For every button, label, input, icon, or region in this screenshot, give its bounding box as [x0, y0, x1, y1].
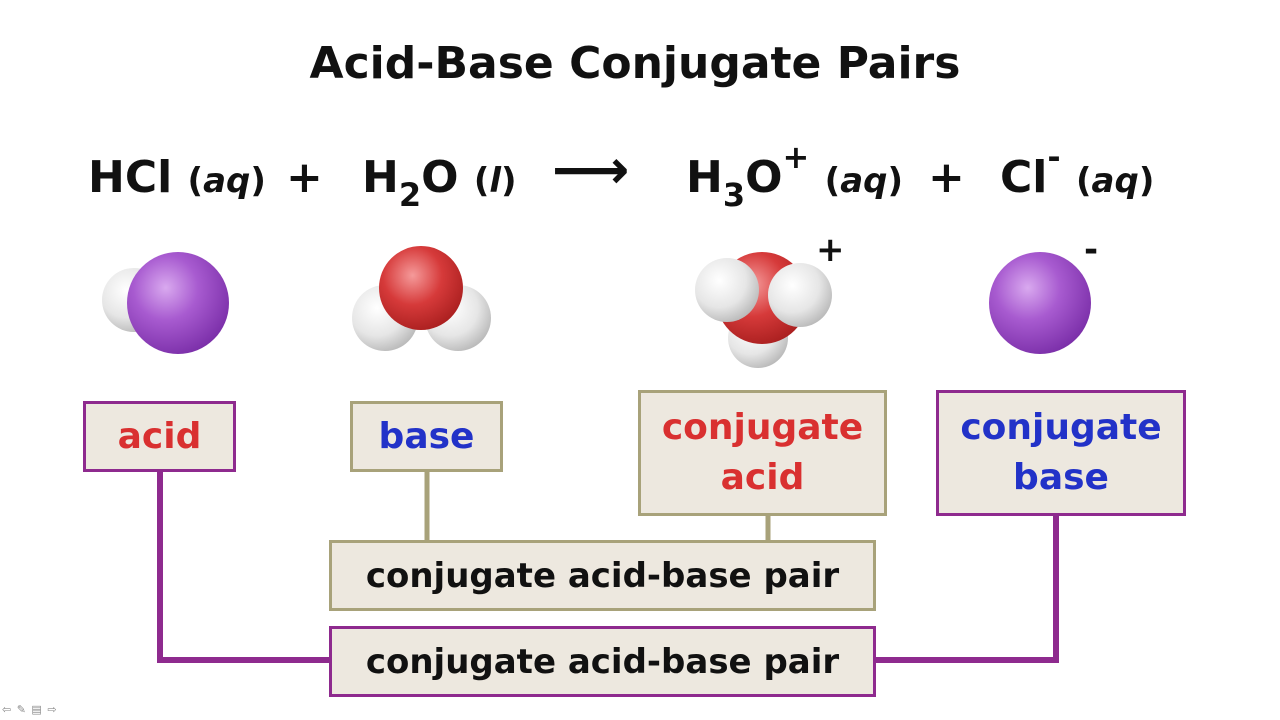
base-label-box: base	[350, 401, 503, 472]
hydronium-molecule	[695, 252, 832, 368]
plus-sign-2: +	[928, 152, 965, 203]
conjugate-base-label-box: conjugate base	[936, 390, 1186, 516]
outer-pair-label: conjugate acid-base pair	[365, 641, 840, 682]
conjugate-base-connector-line	[874, 515, 1059, 663]
hcl-chlorine-atom	[127, 252, 229, 354]
chloride-formula: Cl	[1000, 152, 1048, 203]
conjugate-acid-label-line2: acid	[720, 457, 805, 498]
inner-pair-label: conjugate acid-base pair	[365, 555, 840, 596]
hcl-state: aq	[203, 161, 251, 201]
water-molecule	[352, 246, 491, 351]
outer-pair-box: conjugate acid-base pair	[329, 626, 876, 697]
hydronium-superscript: +	[782, 138, 810, 176]
page-title: Acid-Base Conjugate Pairs	[309, 38, 961, 89]
hydronium-hydrogen-left	[695, 258, 759, 322]
water-state: l	[489, 161, 502, 201]
acid-label-box: acid	[83, 401, 236, 472]
chloride-ion	[989, 252, 1091, 354]
product-hydronium: H3O+ (aq)	[686, 138, 904, 214]
slide-nav-icons[interactable]: ⇦ ✎ ▤ ⇨	[2, 703, 58, 716]
water-h: H	[362, 152, 399, 203]
inner-pair-box: conjugate acid-base pair	[329, 540, 876, 611]
hydronium-state: aq	[840, 161, 888, 201]
hcl-formula: HCl	[88, 152, 173, 203]
conjugate-acid-label-box: conjugate acid	[638, 390, 887, 516]
reaction-arrow: ⟶	[552, 138, 630, 201]
chloride-state: aq	[1091, 161, 1139, 201]
conjugate-base-label-line1: conjugate	[960, 407, 1162, 448]
product-chloride: Cl- (aq)	[1000, 138, 1155, 203]
conjugate-acid-label-line1: conjugate	[661, 407, 864, 448]
reactant-hcl: HCl (aq)	[88, 152, 266, 203]
hydronium-hydrogen-right	[768, 263, 832, 327]
water-o: O	[421, 152, 459, 203]
hydronium-h: H	[686, 152, 723, 203]
hydronium-charge: +	[816, 230, 845, 270]
plus-sign-1: +	[286, 152, 323, 203]
chloride-superscript: -	[1047, 138, 1061, 176]
acid-connector-line	[157, 470, 332, 663]
hydronium-subscript: 3	[722, 176, 746, 214]
reactant-water: H2O (l)	[362, 152, 517, 214]
chloride-charge: -	[1084, 230, 1099, 270]
conjugate-base-label-line2: base	[1013, 457, 1109, 498]
water-oxygen-atom	[379, 246, 463, 330]
chloride-atom	[989, 252, 1091, 354]
water-subscript: 2	[398, 176, 422, 214]
base-label: base	[378, 415, 475, 457]
hcl-molecule	[102, 252, 229, 354]
acid-label: acid	[117, 415, 202, 457]
hydronium-o: O	[745, 152, 783, 203]
